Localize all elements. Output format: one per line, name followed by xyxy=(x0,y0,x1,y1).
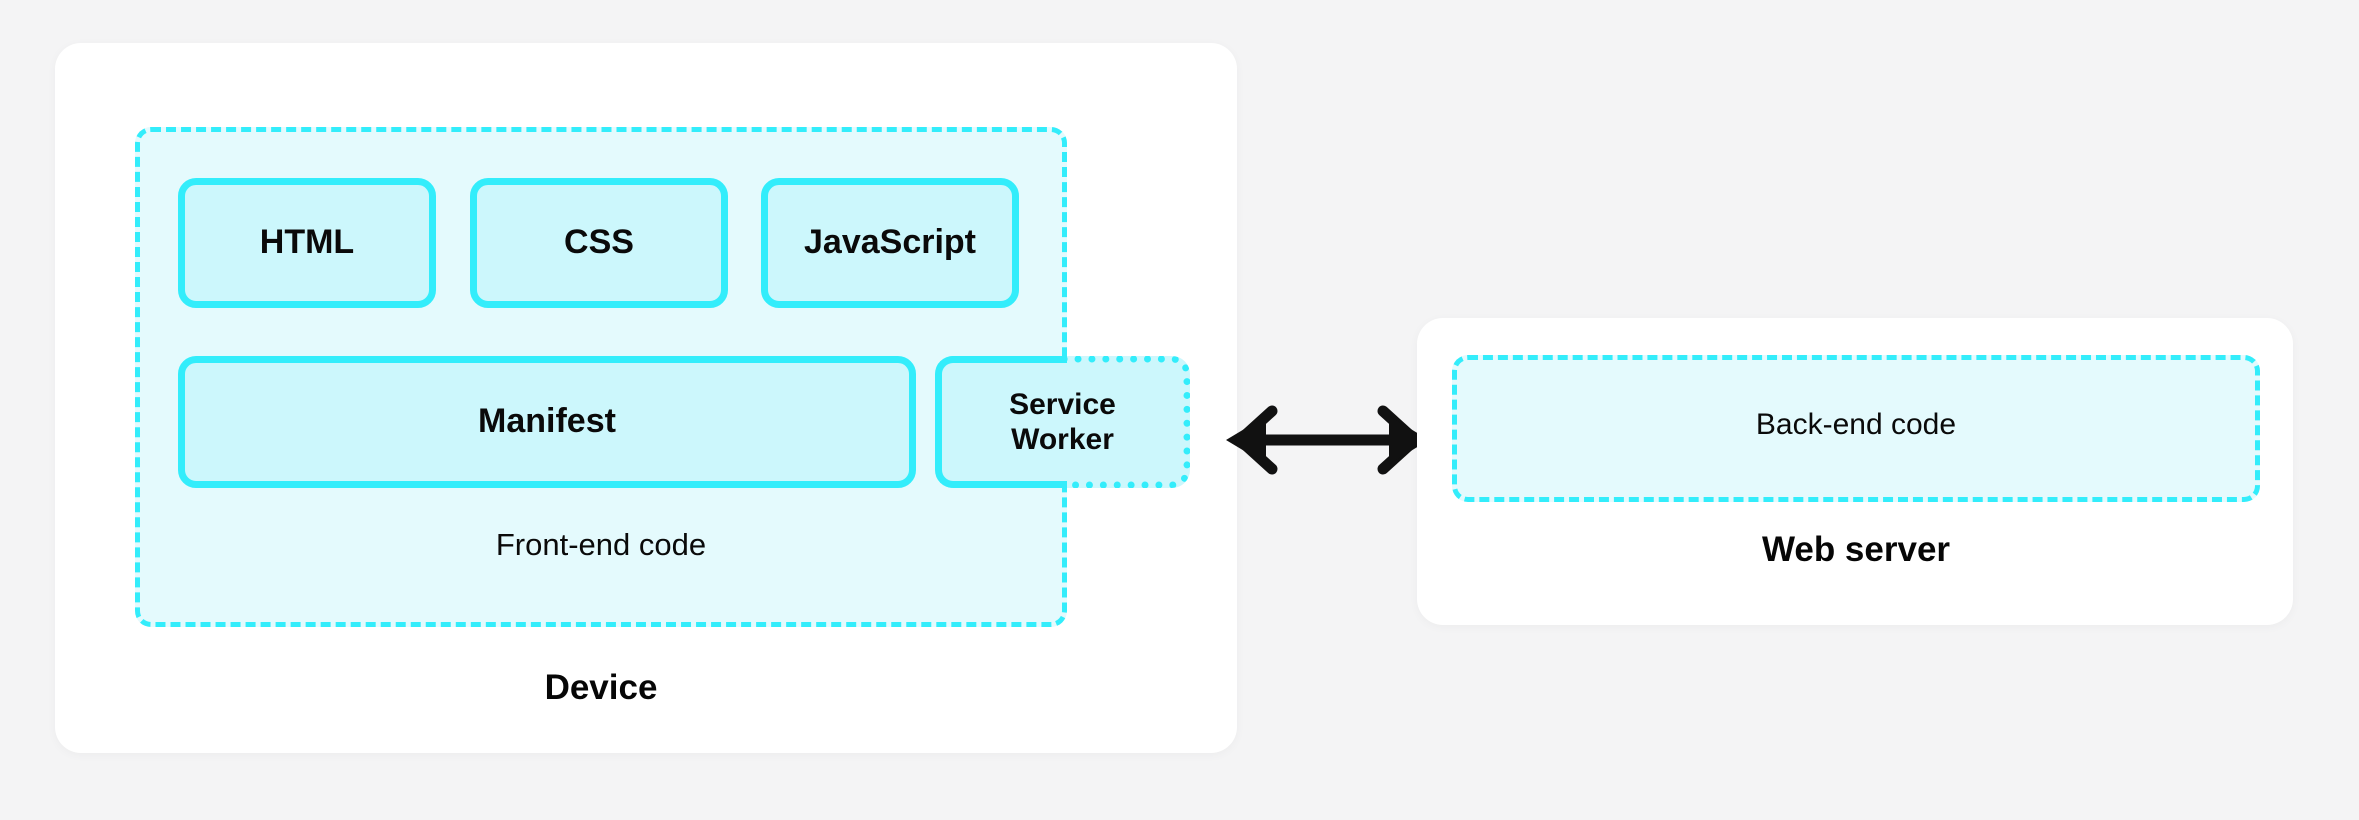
css-box-label: CSS xyxy=(564,223,634,262)
service-worker-box-label: Service Worker xyxy=(935,356,1190,488)
service-worker-label-line1: Service xyxy=(1009,387,1116,421)
html-box: HTML xyxy=(178,178,436,308)
css-box: CSS xyxy=(470,178,728,308)
javascript-box-label: JavaScript xyxy=(804,223,976,262)
device-card-title: Device xyxy=(544,668,658,707)
bidirectional-arrow-icon xyxy=(1226,405,1429,475)
manifest-box-label: Manifest xyxy=(478,402,616,441)
manifest-box: Manifest xyxy=(178,356,916,488)
javascript-box: JavaScript xyxy=(761,178,1019,308)
frontend-code-caption: Front-end code xyxy=(495,527,707,562)
service-worker-label-line2: Worker xyxy=(1011,423,1114,456)
html-box-label: HTML xyxy=(259,223,355,262)
web-server-card-title: Web server xyxy=(1761,530,1951,569)
backend-code-caption: Back-end code xyxy=(1755,408,1957,441)
backend-code-group xyxy=(1452,355,2260,502)
